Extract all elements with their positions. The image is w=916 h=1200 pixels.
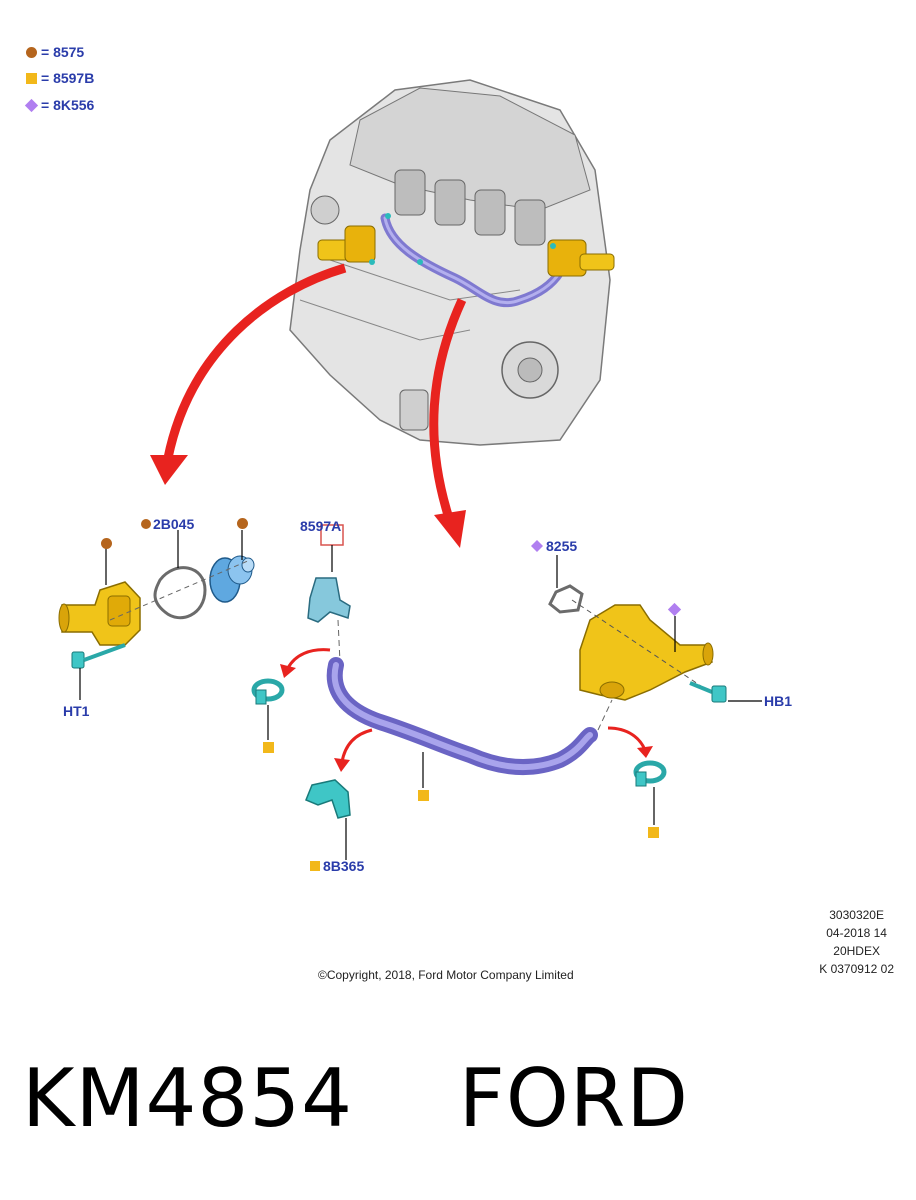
connector-8597a bbox=[307, 577, 351, 623]
legend-label: = 8575 bbox=[41, 44, 85, 60]
callout-hb1: HB1 bbox=[764, 693, 793, 709]
circle-marker-icon bbox=[101, 538, 112, 549]
coolant-hose bbox=[326, 657, 598, 776]
engine-block bbox=[289, 79, 611, 446]
square-marker-icon bbox=[263, 742, 274, 753]
bolt-hb1 bbox=[689, 681, 727, 703]
square-marker-icon bbox=[648, 827, 659, 838]
callout-label: 8255 bbox=[546, 538, 578, 554]
thermostat-housing-left bbox=[58, 581, 141, 646]
installed-right-housing bbox=[547, 239, 615, 277]
circle-marker-icon bbox=[26, 46, 37, 58]
small-red-arrow-3 bbox=[607, 726, 647, 751]
bracket-8b365 bbox=[305, 779, 351, 819]
copyright-notice: ©Copyright, 2018, Ford Motor Company Lim… bbox=[318, 968, 574, 982]
callout-8255: 8255 bbox=[530, 538, 578, 554]
legend-label: = 8597B bbox=[41, 70, 95, 86]
gasket-8255 bbox=[548, 584, 584, 614]
gasket-2b045 bbox=[153, 566, 207, 620]
hose-clamp-right bbox=[633, 760, 667, 787]
callout-2b045: 2B045 bbox=[141, 516, 194, 532]
circle-marker-icon bbox=[141, 519, 151, 529]
callout-8597a: 8597A bbox=[300, 518, 342, 534]
legend-item-8575: = 8575 bbox=[26, 44, 84, 60]
hose-clamp-left bbox=[251, 678, 285, 705]
legend-label: = 8K556 bbox=[41, 97, 95, 113]
big-red-arrow-right bbox=[429, 298, 467, 548]
reference-block: 3030320E 04-2018 14 20HDEX K 0370912 02 bbox=[819, 906, 894, 978]
diamond-marker-icon bbox=[24, 98, 39, 112]
circle-marker-icon bbox=[237, 518, 248, 529]
exploded-diagram bbox=[58, 79, 762, 860]
callout-label: 8B365 bbox=[323, 858, 365, 874]
diamond-marker-icon bbox=[530, 539, 544, 553]
small-red-arrow-2 bbox=[340, 728, 373, 763]
thermostat-valve bbox=[209, 555, 255, 603]
big-red-arrow-left bbox=[150, 263, 347, 485]
reference-line: 3030320E bbox=[829, 908, 884, 922]
square-marker-icon bbox=[26, 72, 37, 84]
callout-label: 2B045 bbox=[153, 516, 195, 532]
square-marker-icon bbox=[418, 790, 429, 801]
square-marker-icon bbox=[310, 861, 320, 871]
footer-title: KM4854 FORD bbox=[22, 1052, 689, 1145]
reference-line: 04-2018 14 bbox=[826, 926, 887, 940]
callout-8b365: 8B365 bbox=[310, 858, 364, 874]
bolt-ht1 bbox=[71, 643, 126, 669]
small-red-arrow-1 bbox=[286, 648, 331, 669]
legend-item-8597b: = 8597B bbox=[26, 70, 94, 86]
reference-line: 20HDEX bbox=[833, 944, 880, 958]
callout-ht1: HT1 bbox=[63, 703, 90, 719]
outlet-housing-right bbox=[579, 604, 714, 701]
installed-left-housing bbox=[317, 225, 376, 263]
legend-item-8k556: = 8K556 bbox=[24, 97, 95, 113]
reference-line: K 0370912 02 bbox=[819, 962, 894, 976]
